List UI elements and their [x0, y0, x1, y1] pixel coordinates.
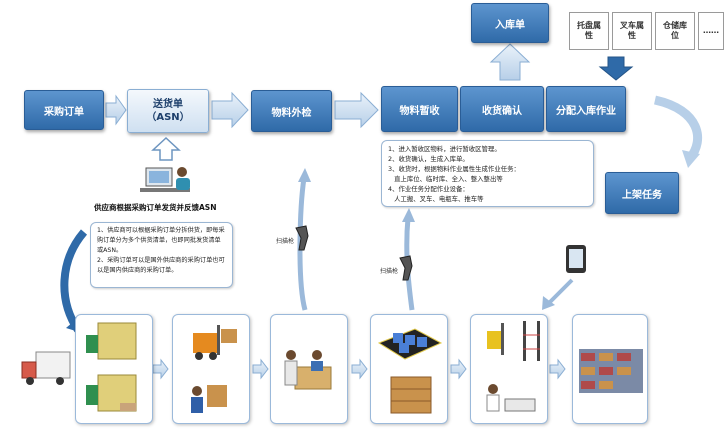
supplier-note-line1: 1、供应商可以根据采购订单分拆供货，即每采购订单分为多个供货清单，也即同批发货清…: [97, 227, 225, 254]
panel-putaway: [470, 314, 548, 424]
temp-storage-image: [377, 328, 443, 414]
panel-arrow-1: [152, 358, 169, 380]
putaway-image: [486, 321, 540, 412]
panel-inspection: [270, 314, 348, 424]
temp-receive-box: 物料暂收: [381, 86, 458, 132]
supplier-caption: 供应商根据采购订单发货并反馈ASN: [94, 203, 217, 212]
asn-label-line2: （ASN）: [146, 112, 190, 123]
assign-putaway-box: 分配入库作业: [546, 86, 626, 132]
attribute-pallet: 托盘属性: [569, 12, 609, 50]
attribute-more: ……: [698, 12, 724, 50]
asn-box: 送货单 （ASN）: [127, 89, 209, 133]
shelving-task-box: 上架任务: [605, 172, 679, 214]
inbound-order-box: 入库单: [471, 3, 549, 43]
inspection-box: 物料外检: [251, 90, 332, 132]
panel-shelving: [572, 314, 648, 424]
shelving-image: [579, 349, 643, 393]
receiving-note-line2: 2、收货确认，生成入库单。: [388, 155, 469, 163]
receiving-note: 1、进入暂收区物料，进行暂收区管理。 2、收货确认，生成入库单。 3、收货时，根…: [381, 140, 594, 207]
attribute-pallet-label: 托盘属性: [577, 21, 601, 40]
receiving-note-line3: 3、收货时，根据物料作业属性生成作业任务：: [388, 165, 520, 173]
tablet-line: [546, 278, 574, 306]
attribute-storage-label: 仓储库位: [663, 21, 687, 40]
tablet-line-head: [542, 296, 555, 310]
receiving-note-line1: 1、进入暂收区物料，进行暂收区管理。: [388, 145, 501, 153]
forklift-image: [191, 325, 237, 413]
inspection-image: [284, 350, 332, 390]
flow-arrow-3: [334, 91, 379, 129]
attribute-forklift-label: 叉车属性: [620, 21, 644, 40]
receive-confirm-box: 收货确认: [460, 86, 544, 132]
supplier-note-line2: 2、采购订单可以是国外供应商的采购订单也可以是国内供应商的采购订单。: [97, 257, 225, 274]
receiving-note-line6: 人工搬、叉车、电瓶车、推车等: [388, 195, 484, 203]
supplier-note: 1、供应商可以根据采购订单分拆供货，即每采购订单分为多个供货清单，也即同批发货清…: [90, 222, 233, 288]
flow-arrow-2: [211, 91, 249, 129]
flow-arrow-1: [105, 94, 127, 126]
panel-unloading: [75, 314, 153, 424]
scanner-label-1: 扫描枪: [276, 238, 295, 245]
panel-arrow-4: [450, 358, 467, 380]
curve-arrow-shelving: [653, 95, 703, 161]
panel-arrow-2: [252, 358, 269, 380]
panel-temp-storage: [370, 314, 448, 424]
scanner-label-2: 扫描枪: [380, 268, 399, 275]
curve-arrow-head: [682, 150, 700, 168]
supplier-curve-arrow: [60, 229, 88, 333]
up-arrow-asn: [151, 136, 181, 161]
receiving-note-line4: 直上库位、临时库、全入、整入整出等: [388, 175, 503, 183]
unloading-image: [86, 322, 137, 412]
up-arrow-inbound: [489, 43, 531, 81]
panel-arrow-3: [351, 358, 368, 380]
receiving-note-line5: 4、作业任务分配作业设备：: [388, 185, 469, 193]
purchase-order-box: 采购订单: [24, 90, 104, 130]
attribute-more-label: ……: [703, 26, 719, 35]
asn-label-line1: 送货单: [153, 99, 183, 110]
scanner-line-2-head: [402, 208, 415, 222]
attribute-storage: 仓储库位: [655, 12, 695, 50]
scanner-line-1-head: [298, 168, 311, 182]
panel-arrow-5: [549, 358, 566, 380]
attribute-forklift: 叉车属性: [612, 12, 652, 50]
down-arrow-attributes: [598, 56, 634, 81]
panel-forklift: [172, 314, 250, 424]
